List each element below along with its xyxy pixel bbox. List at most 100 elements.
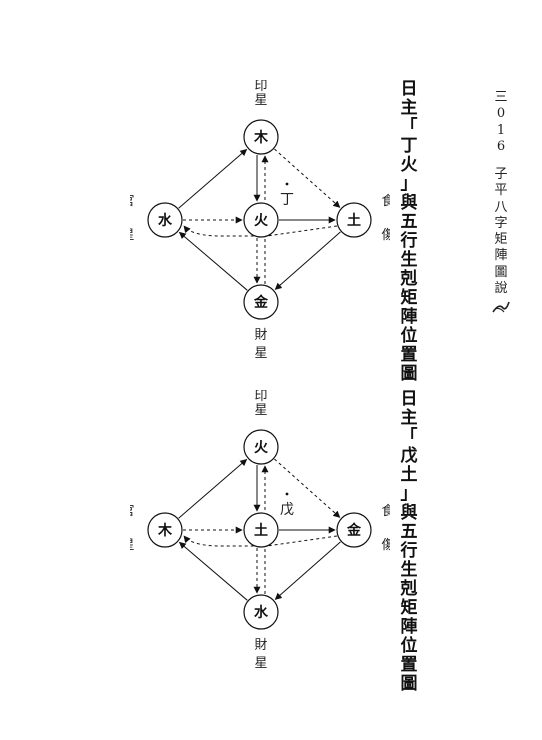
node-left-circle [147,202,183,238]
diagram-title-char: 陣 [400,617,418,638]
diagram-title-char: 矩 [400,288,418,309]
label-right: 食 [381,193,390,209]
diagram-title-char: 火 [400,155,418,176]
node-top-circle [243,119,279,155]
node-center-circle [243,202,279,238]
node-left-label: 水 [158,212,173,229]
diagram-title-char: 位 [400,326,418,347]
label-bottom: 財 [254,328,267,343]
label-top: 星 [254,403,267,418]
node-bottom-label: 金 [253,294,269,311]
diagram-title-char: 」 [400,174,418,195]
diagram-title-char: 位 [400,636,418,657]
edge-right-to-left [183,225,338,237]
node-right-circle [336,512,372,548]
diagram-title-char: 置 [400,345,418,366]
label-top: 印 [254,80,267,94]
label-bottom: 星 [254,656,267,671]
edge-right-to-left [183,535,338,547]
diagram-title-char: 與 [400,503,418,524]
book-title-char: 平 [494,183,508,199]
label-left: 官 [130,193,135,209]
edge-top-to-right [274,148,341,208]
node-bottom-circle [243,594,279,630]
edge-bottom-to-left [178,541,248,601]
label-bottom: 星 [254,346,267,361]
diagram-title-char: 剋 [400,269,418,290]
diagram-title-char: 五 [400,522,418,543]
diagram-title-char: 置 [400,655,418,676]
edge-bottom-to-left [178,231,248,291]
node-bottom-label: 水 [254,604,269,621]
day-master-dot [285,492,289,496]
diagram-title-char: 「 [400,427,418,448]
edge-right-to-bottom [274,541,341,600]
book-title-char: 圖 [494,264,508,280]
label-right: 傷 [381,538,390,553]
label-left: 星 [130,538,135,553]
node-left-label: 木 [157,522,173,539]
diagram-title-char: 五 [400,212,418,233]
diagram-title-char: 丁 [400,136,418,157]
label-right: 食 [381,503,390,519]
node-right-label: 土 [347,212,361,229]
book-title-char: 矩 [494,232,508,247]
diagram-title-wu-earth: 日主「戊土」與五行生剋矩陣位置圖 [398,389,420,695]
label-bottom: 財 [254,638,267,653]
page-number-digit: 6 [496,138,506,154]
diagram-ding-fire: 木水火土金丁印星官星食傷財星 [130,80,390,361]
label-right: 傷 [381,228,390,243]
diagram-title-char: 主 [400,408,418,429]
diagram-wu-earth: 火木土金水戊印星官星食傷財星 [130,390,390,671]
diagram-title-char: 主 [400,98,418,119]
book-title-char: 八 [494,199,508,215]
flourish-icon [492,301,510,313]
book-title-char: 陣 [494,248,508,264]
page-number-digit: 1 [496,122,506,138]
diagram-title-char: 生 [400,560,418,581]
diagram-title-char: 生 [400,250,418,271]
diagram-title-char: 行 [400,541,418,562]
day-master-dot [285,182,289,186]
label-left: 官 [130,503,135,519]
book-title-char: 子 [494,167,508,182]
book-title: 子平八字矩陣圖說 [490,167,512,297]
node-center-label: 火 [254,213,269,229]
diagram-title-char: 日 [400,79,418,99]
diagram-title-char: 日 [400,389,418,409]
label-top: 印 [254,390,267,404]
diagram-title-char: 陣 [400,307,418,328]
label-left: 星 [130,228,135,243]
node-bottom-circle [243,284,279,320]
page-header-mark: 三 [494,90,508,105]
edge-left-to-top [178,458,248,519]
diagram-title-char: 土 [400,465,418,486]
node-top-circle [243,429,279,465]
diagram-title-char: 行 [400,231,418,252]
day-master-mark: 丁 [280,192,294,208]
edge-right-to-bottom [274,231,341,290]
day-master-mark: 戊 [280,502,294,518]
diagram-title-char: 矩 [400,598,418,619]
diagram-title-char: 圖 [400,674,418,695]
node-top-label: 火 [254,440,269,456]
label-top: 星 [254,93,267,108]
diagram-title-char: 剋 [400,579,418,600]
edge-top-to-right [274,458,341,518]
node-left-circle [147,512,183,548]
node-center-label: 土 [254,522,268,539]
diagram-title-char: 與 [400,193,418,214]
book-title-char: 字 [494,215,508,231]
diagram-title-char: 「 [400,117,418,138]
node-right-label: 金 [346,522,362,539]
node-right-circle [336,202,372,238]
page-number-digit: 0 [496,106,506,122]
edge-left-to-top [178,148,248,209]
book-title-char: 說 [494,280,508,296]
diagram-title-char: 圖 [400,364,418,385]
diagram-title-char: 戊 [400,446,418,467]
diagram-title-ding-fire: 日主「丁火」與五行生剋矩陣位置圖 [398,79,420,385]
